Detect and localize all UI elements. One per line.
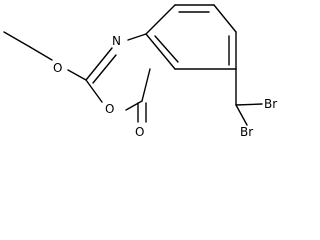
atom-n: N: [112, 34, 121, 48]
chemical-structure: N O O O Br Br: [3, 4, 277, 139]
bond-c4-c4a: [141, 68, 151, 102]
bond-c8a-c8: [145, 4, 176, 35]
bond-c2-oring: [85, 79, 103, 103]
bond-o-c2: [67, 69, 87, 81]
bond-c7-c6: [213, 4, 237, 33]
bond-c2-n-double: [92, 54, 117, 84]
bond-aromatic-inner-3: [154, 35, 179, 63]
atom-o-ring: O: [105, 102, 114, 116]
bond-c4a-c8a: [145, 33, 176, 70]
bond-n-c8a: [127, 33, 147, 41]
atom-br-lower: Br: [240, 125, 253, 139]
bond-c2-n: [85, 47, 113, 81]
atom-o-carbonyl: O: [135, 125, 144, 139]
atom-labels: N O O O Br Br: [53, 34, 277, 139]
bond-oring-c4: [125, 100, 143, 111]
bond-ch-br-right: [235, 103, 263, 106]
structure-canvas: N O O O Br Br: [3, 4, 278, 139]
bond-ch2-o: [29, 46, 53, 61]
bonds: [3, 4, 263, 126]
bond-ch3-ch2: [3, 31, 31, 48]
bond-ch-br-lower: [235, 104, 248, 126]
atom-br-right: Br: [264, 97, 277, 111]
atom-o-ether: O: [53, 61, 62, 75]
